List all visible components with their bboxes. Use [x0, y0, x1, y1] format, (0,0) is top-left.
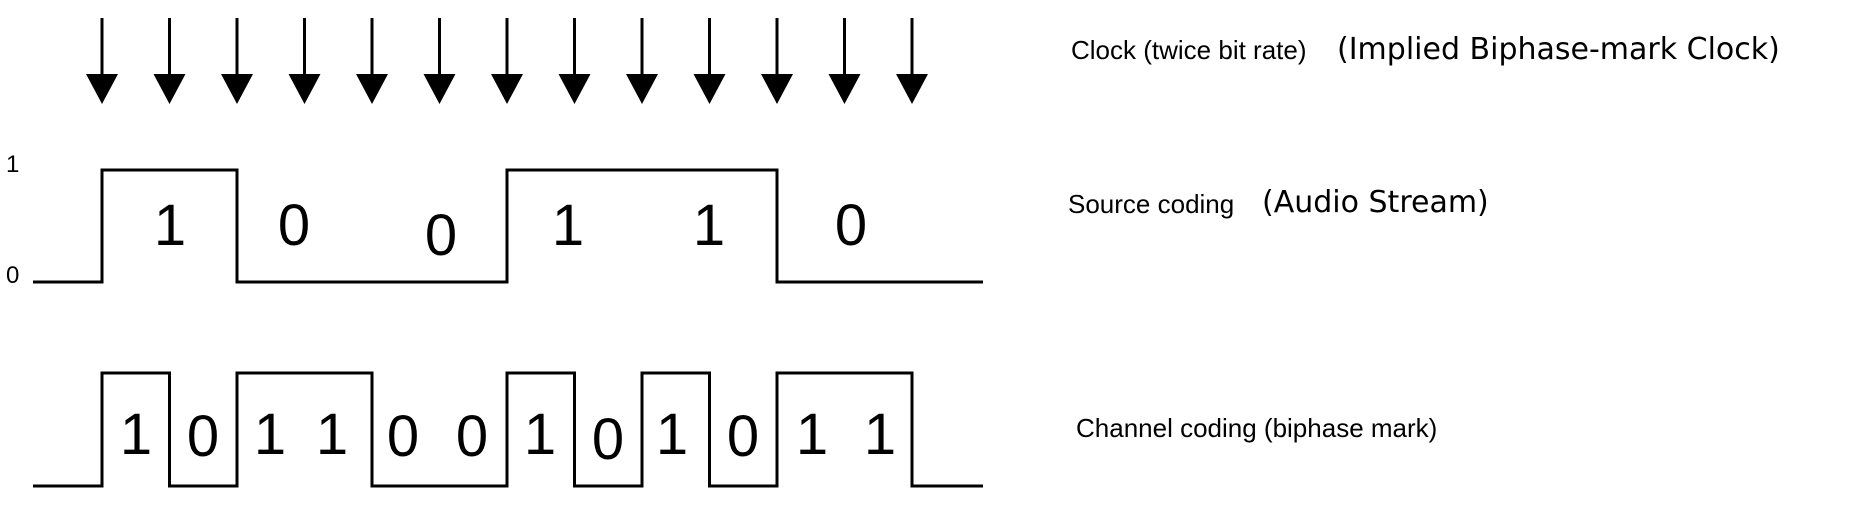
source-label: Source coding — [1068, 189, 1234, 219]
source-bit: 0 — [425, 203, 457, 268]
clock-arrow — [558, 18, 591, 104]
channel-bit: 1 — [656, 402, 688, 467]
clock-arrow — [86, 18, 118, 104]
source-waveform — [33, 168, 983, 284]
level-0-label: 0 — [6, 262, 19, 289]
source-bit: 1 — [154, 193, 186, 258]
channel-bit: 1 — [254, 402, 286, 467]
source-bits: 1 0 0 1 1 0 — [154, 193, 867, 268]
clock-arrow — [761, 18, 793, 104]
clock-arrow — [221, 18, 253, 104]
channel-label: Channel coding (biphase mark) — [1076, 413, 1437, 443]
channel-bit: 1 — [796, 402, 828, 467]
clock-label: Clock (twice bit rate) — [1071, 35, 1307, 65]
clock-arrow — [356, 18, 388, 104]
clock-arrow — [626, 18, 658, 104]
clock-arrow — [491, 18, 523, 104]
channel-bit: 1 — [120, 402, 152, 467]
clock-arrow — [153, 18, 186, 104]
level-1-label: 1 — [6, 151, 19, 178]
clock-arrow — [693, 18, 726, 104]
channel-waveform — [33, 371, 983, 488]
source-bit: 0 — [278, 193, 310, 258]
channel-bit: 0 — [592, 407, 624, 472]
source-bit: 0 — [835, 193, 867, 258]
clock-arrow — [828, 18, 861, 104]
channel-bit: 0 — [387, 404, 419, 469]
channel-bit: 1 — [316, 402, 348, 467]
clock-arrow — [288, 18, 321, 104]
source-bit: 1 — [693, 193, 725, 258]
clock-arrow — [896, 18, 928, 104]
clock-arrow — [423, 18, 456, 104]
clock-note: (Implied Biphase-mark Clock) — [1337, 32, 1780, 67]
source-note: (Audio Stream) — [1262, 185, 1489, 220]
source-bit: 1 — [552, 193, 584, 258]
channel-bit: 1 — [864, 402, 896, 467]
channel-bit: 1 — [524, 402, 556, 467]
channel-bit: 0 — [456, 404, 488, 469]
channel-bit: 0 — [727, 404, 759, 469]
clock-arrows — [86, 18, 928, 104]
channel-bit: 0 — [187, 404, 219, 469]
